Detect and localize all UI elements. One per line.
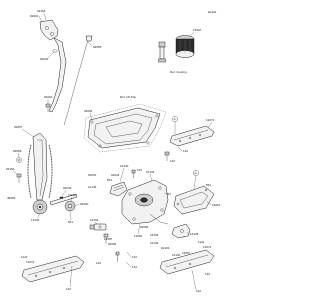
callout-92055: 92055 [93, 45, 102, 49]
bolt-center-top [131, 169, 136, 178]
ref-cooling: Ref. Cooling [170, 70, 187, 74]
callout-13140: 13140 [31, 218, 40, 222]
callout-92033-lower: 92033 [88, 173, 97, 177]
callout-16061: 16061 [212, 203, 221, 207]
oil-pipe-upper [169, 125, 215, 147]
callout-92043-center: 92043 [111, 173, 120, 177]
pump-shaft [49, 193, 78, 206]
sprocket [32, 199, 48, 215]
callout-132-center2: 132 [132, 265, 137, 269]
callout-92057: 92057 [14, 125, 23, 129]
callout-32154: 32154 [37, 9, 46, 13]
callout-132-right2: 132 [205, 272, 210, 276]
drive-chain [27, 144, 53, 199]
dipstick-oring [52, 49, 58, 53]
callout-13272-upper: 13272 [206, 118, 215, 122]
callout-16144: 16144 [146, 170, 155, 174]
callout-16130: 16130 [120, 164, 129, 168]
callout-132-center1: 132 [132, 255, 137, 259]
callout-16097-center: 16097 [104, 237, 113, 241]
callout-16128: 16128 [190, 232, 199, 236]
callout-551-left: 551 [68, 220, 73, 224]
callout-16154-b: 16154 [150, 233, 159, 237]
parts-diagram: E1101 92002 32154 92055 92033 92002 1609… [6, 9, 221, 293]
dipstick-bracket [39, 19, 59, 41]
chain-guide [32, 132, 48, 201]
callout-16097-filter: 16097 [193, 28, 202, 32]
dipstick [63, 35, 93, 126]
washer-left [16, 157, 22, 163]
callout-551-right: 551 [166, 192, 171, 196]
bolt-bottom-center [115, 251, 120, 262]
callout-1141-left: 1141 [21, 255, 28, 259]
callout-92193: 92193 [161, 246, 170, 250]
callout-92154: 92154 [6, 167, 15, 171]
pump-gear [64, 200, 76, 212]
oil-filter [175, 35, 195, 58]
callout-92009: 92009 [13, 149, 22, 153]
callout-92002-mid: 92002 [44, 95, 53, 99]
callout-92033-upper: 92033 [40, 57, 49, 61]
pipe-bolt-right [164, 151, 170, 161]
callout-13272-left: 13272 [26, 260, 35, 264]
pump-cover-plate [173, 185, 215, 215]
pump-bolt-center [103, 233, 109, 244]
callout-132-bottom-right: 132 [196, 289, 201, 293]
callout-13272-right: 13272 [203, 245, 212, 249]
bolt-left [16, 173, 22, 183]
callout-92066-housing: 92066 [140, 225, 149, 229]
callout-132-right1: 132 [183, 149, 188, 153]
oil-pan-outline [83, 103, 167, 153]
callout-11060: 11060 [134, 234, 142, 238]
filter-fitting [158, 41, 166, 63]
ref-oil-pan: Ref. Oil Pan [120, 95, 137, 99]
callout-1141-right: 1141 [198, 240, 205, 244]
callout-16154: 16154 [90, 218, 99, 222]
callout-16130-c: 16130 [150, 241, 159, 245]
oil-strainer [109, 181, 128, 197]
callout-12145: 12145 [88, 185, 97, 189]
pin [59, 196, 64, 199]
callout-49065: 49065 [7, 196, 16, 200]
marker-a-lower: A [195, 171, 197, 175]
diagram-code: E1101 [208, 10, 217, 14]
callout-92043: 92043 [63, 186, 72, 190]
marker-a-upper: A [174, 117, 176, 121]
relief-valve [89, 223, 107, 231]
oil-pipe-lower-left [21, 255, 85, 283]
oil-hose-fitting [171, 223, 191, 239]
callout-132-bottom-left: 132 [66, 287, 71, 291]
callout-16130-lower: 16130 [172, 253, 181, 257]
dipstick-guide-tube [48, 37, 67, 113]
callout-92066-center: 92066 [108, 242, 117, 246]
oil-pipe-lower-right [159, 249, 215, 275]
callout-92066-pan: 92066 [84, 109, 93, 113]
callout-132-right3: 132 [170, 159, 175, 163]
callout-92200: 92200 [80, 202, 89, 206]
callout-551-far-right: 551 [206, 183, 211, 187]
callout-551-center: 551 [107, 178, 112, 182]
callout-132-lower-mid: 132 [96, 261, 101, 265]
callout-92002-top: 92002 [30, 14, 39, 18]
callout-670: 670 [137, 168, 142, 172]
callout-11142: 11142 [68, 193, 76, 197]
oil-pump-housing [121, 179, 169, 225]
callout-16097-lower: 16097 [182, 251, 191, 255]
